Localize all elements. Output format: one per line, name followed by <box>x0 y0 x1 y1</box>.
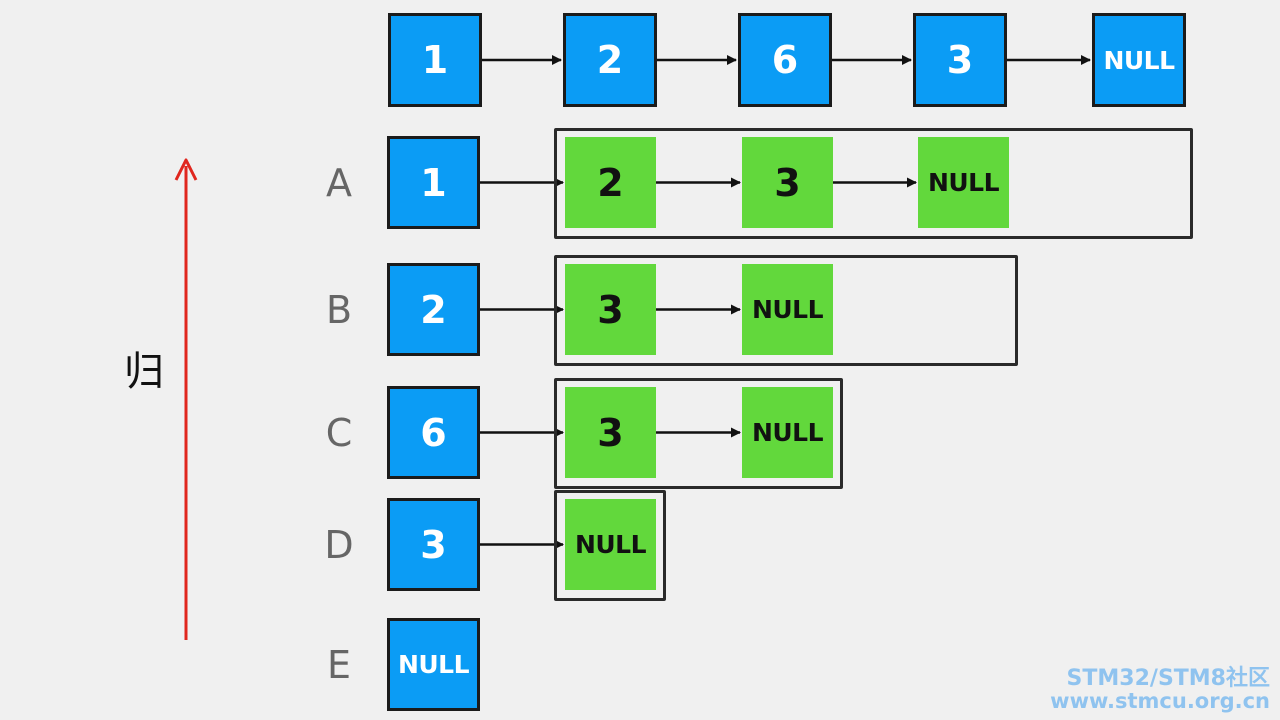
row-label: D <box>324 523 354 567</box>
top-list-node: NULL <box>1092 13 1186 107</box>
sublist-frame <box>554 128 1193 239</box>
sublist-frame <box>554 490 666 601</box>
sublist-node: 3 <box>742 137 833 228</box>
top-list-node: 2 <box>563 13 657 107</box>
sublist-node: 3 <box>565 264 656 355</box>
sublist-frame <box>554 255 1018 366</box>
top-list-node: 1 <box>388 13 482 107</box>
sublist-node: NULL <box>918 137 1009 228</box>
sublist-node: NULL <box>742 264 833 355</box>
sublist-node: NULL <box>565 499 656 590</box>
sublist-node: 3 <box>565 387 656 478</box>
sublist-node: 2 <box>565 137 656 228</box>
row-head-node: NULL <box>387 618 480 711</box>
row-head-node: 1 <box>387 136 480 229</box>
sublist-node: NULL <box>742 387 833 478</box>
sublist-frame <box>554 378 843 489</box>
watermark-title: STM32/STM8社区 <box>1066 665 1270 691</box>
row-label: B <box>325 288 353 332</box>
row-head-node: 6 <box>387 386 480 479</box>
top-list-node: 3 <box>913 13 1007 107</box>
row-label: E <box>326 643 351 687</box>
row-head-node: 2 <box>387 263 480 356</box>
row-label: A <box>326 161 352 205</box>
top-list-node: 6 <box>738 13 832 107</box>
watermark: STM32/STM8社区 www.stmcu.org.cn <box>1050 667 1270 712</box>
return-label: 归 <box>124 349 164 395</box>
watermark-url: www.stmcu.org.cn <box>1050 688 1270 713</box>
row-label: C <box>325 411 353 455</box>
row-head-node: 3 <box>387 498 480 591</box>
